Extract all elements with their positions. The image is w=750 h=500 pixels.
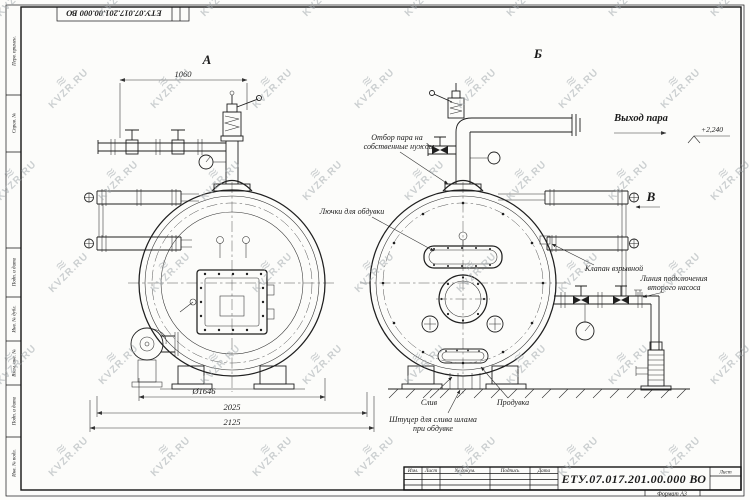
- label-pump-line-2: второго насоса: [647, 283, 700, 292]
- safety-valve-left: [222, 90, 263, 137]
- sheet-frame: Перв. примен. Справ. № Подп. и дата Инв.…: [5, 4, 745, 497]
- tb-col-podpis: Подпись: [500, 467, 520, 474]
- label-pump-line-1: Линия подключения: [639, 274, 707, 283]
- elevation-value: +2,240: [701, 125, 723, 134]
- tb-col-dokum: № докум.: [454, 467, 476, 474]
- boiler-front-view: [84, 90, 336, 392]
- label-steam-outlet: Выход пара: [613, 113, 668, 124]
- explosion-valve-fitting: [539, 235, 551, 245]
- label-sludge-2: при обдувке: [413, 424, 453, 433]
- front-gauges: [421, 315, 504, 333]
- shell-flange-bolts: [381, 201, 545, 365]
- top-corner-stamp: ЕТУ.07.017.201.00.000 ВО: [56, 6, 190, 22]
- top-manifold-left: [97, 129, 226, 170]
- label-blow-hatches: Лючки для обдувки: [319, 207, 384, 216]
- dim-2025: 2025: [224, 402, 241, 412]
- title-block: Изм. Лист № докум. Подпись Дата ЕТУ.07.0…: [403, 466, 742, 497]
- water-level-columns-left: [84, 189, 199, 252]
- label-own-needs-2: собственные нужды: [364, 142, 435, 151]
- boiler-rear-view: [360, 83, 690, 399]
- view-label-b: Б: [533, 46, 542, 61]
- frame-label-inv-dubl: Инв. № дубл.: [12, 305, 18, 333]
- annotations: Отбор пара на собственные нужды Лючки дл…: [202, 46, 730, 433]
- lifting-eyes: [216, 236, 250, 258]
- view-label-v: В: [646, 189, 656, 204]
- view-label-a: А: [202, 52, 212, 67]
- frame-label-inv-podl: Инв. № подл.: [12, 449, 18, 478]
- frame-label-vzam-inv: Взам. инв. №: [12, 349, 18, 377]
- ground-line: [388, 388, 690, 399]
- own-needs-take-off-valve: [427, 136, 501, 165]
- furnace-door: [179, 269, 275, 335]
- steam-outlet-piping: [442, 114, 581, 192]
- label-drain: Слив: [421, 398, 438, 407]
- frame-label-podp-data-bottom: Подп. и дата: [13, 396, 18, 426]
- label-explosion-valve: Клапан взрывной: [584, 264, 643, 273]
- dim-diameter: Ø1646: [191, 386, 216, 396]
- top-stamp-doc-number: ЕТУ.07.017.201.00.000 ВО: [66, 9, 163, 19]
- frame-label-perv-primen: Перв. примен.: [13, 36, 18, 67]
- feed-pump: [635, 341, 672, 391]
- feed-piping: [554, 285, 660, 350]
- blower-fan: [130, 327, 179, 388]
- tb-doc-number: ЕТУ.07.017.201.00.000 ВО: [561, 472, 707, 486]
- dim-1060: 1060: [175, 69, 193, 79]
- dim-2125: 2125: [224, 417, 241, 427]
- label-sludge-1: Штуцер для слива шлама: [388, 415, 477, 424]
- dimensions: 1060 Ø1646 2025 2125: [89, 69, 375, 432]
- safety-valve-right: [429, 83, 465, 119]
- bottom-hatch: [437, 348, 489, 389]
- boiler-supports-left: [160, 365, 305, 390]
- frame-label-podp-data-top: Подп. и дата: [13, 257, 18, 287]
- label-own-needs-1: Отбор пара на: [371, 133, 422, 142]
- boiler-supports-right: [401, 365, 527, 390]
- manhole: [436, 274, 490, 324]
- frame-label-sprav-no: Справ. №: [12, 113, 18, 134]
- elevation-mark: [687, 135, 701, 144]
- tb-col-data: Дата: [537, 468, 551, 474]
- tb-col-list: Лист: [424, 468, 437, 474]
- water-level-columns-right: [498, 189, 639, 296]
- label-blowdown: Продувка: [496, 398, 529, 407]
- tb-col-izm: Изм.: [407, 468, 418, 474]
- tb-sheet-label: Лист: [718, 470, 731, 476]
- format-note: Формат А3: [657, 491, 687, 497]
